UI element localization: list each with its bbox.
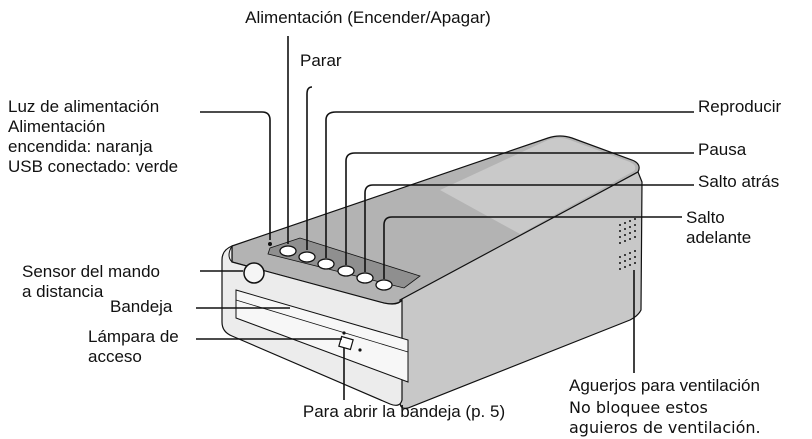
power-light-led bbox=[268, 242, 272, 246]
leader-skip-forward bbox=[383, 216, 682, 279]
label-vents-note: No bloquee estos aguieros de ventilación… bbox=[569, 398, 761, 437]
leader-stop bbox=[306, 86, 313, 250]
label-skip-forward: Salto adelante bbox=[686, 208, 752, 247]
label-access-lamp: Lámpara de acceso bbox=[88, 327, 179, 366]
access-lamp-dot bbox=[342, 331, 346, 335]
remote-sensor-window bbox=[243, 262, 265, 284]
label-power-light: Luz de alimentación Alimentación encendi… bbox=[8, 97, 179, 176]
label-pause: Pausa bbox=[698, 140, 747, 159]
vent-holes bbox=[619, 218, 636, 270]
button-panel bbox=[267, 237, 421, 289]
button-row bbox=[279, 245, 393, 291]
leader-lines bbox=[196, 36, 694, 400]
label-vents-title: Aguerjos para ventilación bbox=[569, 376, 760, 395]
leader-skip-back bbox=[364, 184, 694, 272]
label-skip-back: Salto atrás bbox=[698, 172, 780, 191]
label-stop: Parar bbox=[300, 51, 342, 70]
leader-play bbox=[325, 111, 694, 258]
label-tray: Bandeja bbox=[110, 297, 173, 316]
label-power-switch: Alimentación (Encender/Apagar) bbox=[245, 8, 491, 27]
eject-button bbox=[338, 335, 354, 351]
device-front-edge bbox=[228, 245, 233, 263]
device-top-highlight bbox=[440, 138, 636, 234]
leader-pause bbox=[345, 152, 694, 265]
label-open-tray: Para abrir la bandeja (p. 5) bbox=[302, 402, 506, 421]
label-play: Reproducir bbox=[698, 97, 782, 116]
leader-power-light bbox=[200, 111, 271, 240]
label-remote-sensor: Sensor del mando a distancia bbox=[22, 262, 160, 301]
device-illustration bbox=[221, 135, 643, 409]
